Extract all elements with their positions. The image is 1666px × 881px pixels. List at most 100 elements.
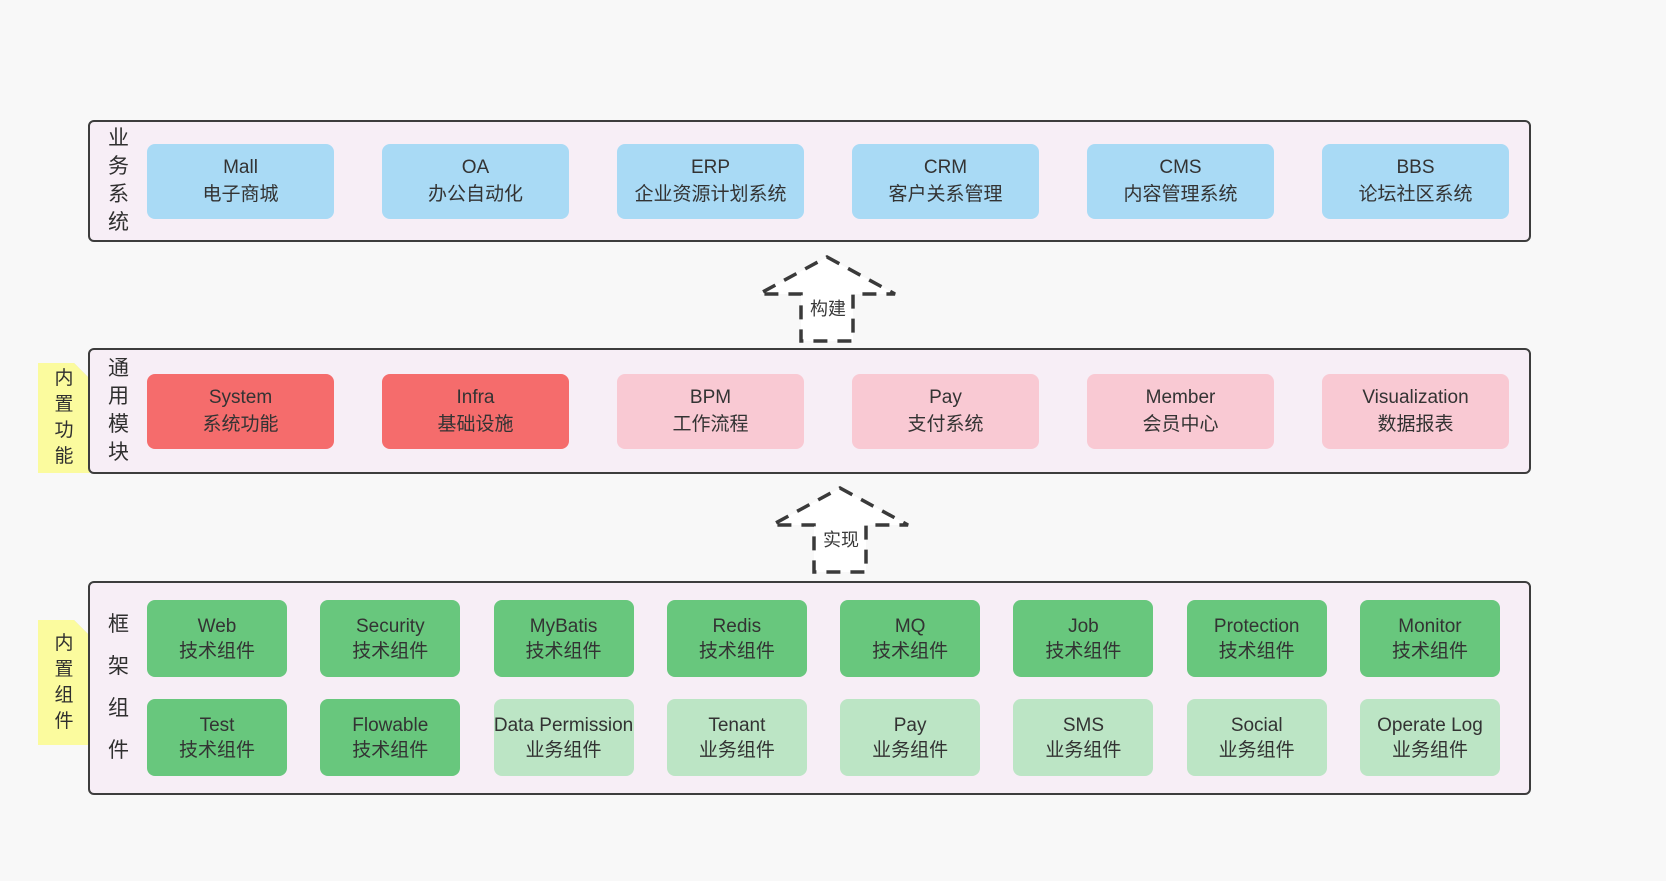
module-subtitle: 业务组件 — [1045, 739, 1122, 761]
module-title: Operate Log — [1377, 714, 1483, 736]
module-title: Visualization — [1362, 387, 1469, 408]
module-title: MQ — [894, 615, 926, 637]
module-box-cms: CMS 内容管理系统 — [1087, 143, 1274, 219]
module-title: System — [208, 387, 273, 408]
module-subtitle: 技术组件 — [1218, 640, 1295, 662]
module-subtitle: 数据报表 — [1377, 414, 1454, 435]
builtin-components-tab: 内置组件 — [38, 620, 90, 745]
module-box-erp: ERP 企业资源计划系统 — [617, 143, 804, 219]
module-box-oa: OA 办公自动化 — [382, 143, 569, 219]
module-subtitle: 业务组件 — [698, 739, 775, 761]
common-modules-boxes-area: System 系统功能 Infra 基础设施 BPM 工作流程 Pay 支付系统 Member 会… — [147, 350, 1509, 472]
module-box-infra: Infra 基础设施 — [382, 373, 569, 449]
module-box-system: System 系统功能 — [147, 373, 334, 449]
module-title: Mall — [223, 157, 258, 178]
module-box-visualization: Visualization 数据报表 — [1322, 373, 1509, 449]
module-box-monitor: Monitor 技术组件 — [1359, 600, 1500, 677]
module-title: Infra — [456, 387, 495, 408]
module-subtitle: 技术组件 — [1391, 640, 1468, 662]
layer-framework-components-label: 框架组件 — [90, 583, 147, 793]
module-box-pay: Pay 业务组件 — [840, 699, 981, 776]
module-box-protection: Protection 技术组件 — [1186, 600, 1327, 677]
module-title: Redis — [712, 615, 762, 637]
module-box-pay: Pay 支付系统 — [852, 373, 1039, 449]
module-title: Security — [355, 615, 425, 637]
business-systems-row: Mall 电子商城 OA 办公自动化 ERP 企业资源计划系统 CRM 客户关系管理 CMS 内容… — [147, 143, 1509, 219]
module-subtitle: 电子商城 — [202, 184, 279, 205]
layer-label-text: 框架组件 — [107, 613, 129, 762]
module-subtitle: 论坛社区系统 — [1358, 184, 1473, 205]
module-title: Web — [197, 615, 237, 637]
module-box-test: Test 技术组件 — [147, 699, 287, 776]
module-box-operate-log: Operate Log 业务组件 — [1359, 699, 1500, 776]
module-subtitle: 业务组件 — [1218, 739, 1295, 761]
module-subtitle: 技术组件 — [178, 739, 255, 761]
module-subtitle: 企业资源计划系统 — [634, 184, 787, 205]
module-subtitle: 客户关系管理 — [888, 184, 1003, 205]
module-subtitle: 基础设施 — [437, 414, 514, 435]
module-title: Protection — [1213, 615, 1300, 637]
module-subtitle: 技术组件 — [525, 640, 602, 662]
module-title: Pay — [893, 714, 927, 736]
module-subtitle: 技术组件 — [352, 739, 429, 761]
module-box-data-permission: Data Permission 业务组件 — [493, 699, 634, 776]
module-title: CRM — [923, 157, 968, 178]
module-box-sms: SMS 业务组件 — [1013, 699, 1154, 776]
module-box-social: Social 业务组件 — [1186, 699, 1327, 776]
module-title: Test — [199, 714, 235, 736]
module-box-member: Member 会员中心 — [1087, 373, 1274, 449]
module-title: Job — [1068, 615, 1099, 637]
module-title: OA — [461, 157, 490, 178]
business-systems-boxes-area: Mall 电子商城 OA 办公自动化 ERP 企业资源计划系统 CRM 客户关系管理 CMS 内容… — [147, 122, 1509, 240]
module-title: BBS — [1396, 157, 1435, 178]
module-subtitle: 技术组件 — [698, 640, 775, 662]
implement-arrow-label: 实现 — [820, 525, 862, 553]
module-title: Monitor — [1398, 615, 1462, 637]
module-box-crm: CRM 客户关系管理 — [852, 143, 1039, 219]
module-box-bbs: BBS 论坛社区系统 — [1322, 143, 1509, 219]
module-subtitle: 支付系统 — [907, 414, 984, 435]
module-title: Member — [1145, 387, 1216, 408]
layer-common-modules: 通用模块 System 系统功能 Infra 基础设施 BPM 工作流程 Pay 支付系统 Me… — [88, 348, 1531, 474]
module-subtitle: 内容管理系统 — [1123, 184, 1238, 205]
module-subtitle: 技术组件 — [1045, 640, 1122, 662]
layer-label-text: 通用模块 — [107, 357, 129, 464]
builtin-functions-tab: 内置功能 — [38, 363, 90, 473]
module-title: MyBatis — [529, 615, 598, 637]
module-title: CMS — [1159, 157, 1202, 178]
layer-label-text: 业务系统 — [107, 127, 129, 234]
common-modules-row: System 系统功能 Infra 基础设施 BPM 工作流程 Pay 支付系统 Member 会… — [147, 373, 1509, 449]
module-title: ERP — [690, 157, 731, 178]
module-box-bpm: BPM 工作流程 — [617, 373, 804, 449]
build-arrow-label: 构建 — [807, 294, 849, 322]
module-box-job: Job 技术组件 — [1013, 600, 1154, 677]
module-subtitle: 业务组件 — [525, 739, 602, 761]
module-title: Social — [1230, 714, 1283, 736]
module-title: BPM — [689, 387, 732, 408]
module-title: Tenant — [708, 714, 766, 736]
builtin-functions-tab-text: 内置功能 — [54, 368, 74, 467]
layer-common-modules-label: 通用模块 — [90, 350, 147, 472]
module-title: Data Permission — [493, 714, 634, 736]
module-box-security: Security 技术组件 — [320, 600, 461, 677]
module-box-redis: Redis 技术组件 — [666, 600, 807, 677]
module-subtitle: 业务组件 — [1391, 739, 1468, 761]
module-title: SMS — [1062, 714, 1104, 736]
layer-business-systems-label: 业务系统 — [90, 122, 147, 240]
module-box-mall: Mall 电子商城 — [147, 143, 334, 219]
module-subtitle: 系统功能 — [202, 414, 279, 435]
module-title: Pay — [929, 387, 962, 408]
module-subtitle: 办公自动化 — [427, 184, 523, 205]
module-subtitle: 技术组件 — [352, 640, 429, 662]
module-subtitle: 业务组件 — [872, 739, 949, 761]
module-box-mybatis: MyBatis 技术组件 — [493, 600, 634, 677]
module-subtitle: 会员中心 — [1142, 414, 1219, 435]
module-subtitle: 工作流程 — [672, 414, 749, 435]
